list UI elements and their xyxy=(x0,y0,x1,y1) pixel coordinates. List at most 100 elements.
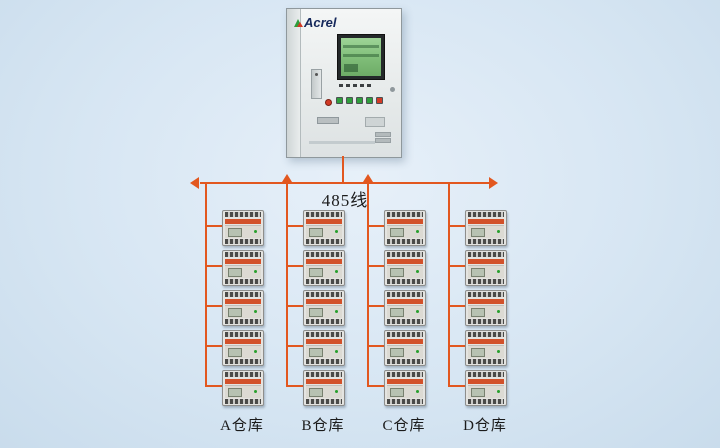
device-led xyxy=(416,390,419,393)
vent-slot xyxy=(375,138,391,143)
cabinet-drop-wire xyxy=(342,156,344,183)
device-terminals-top xyxy=(387,332,423,337)
device-display xyxy=(228,348,242,357)
red-button xyxy=(376,97,383,104)
device-display xyxy=(228,388,242,397)
device-display xyxy=(390,348,404,357)
device-display xyxy=(390,268,404,277)
device-body xyxy=(387,345,423,358)
cabinet-display-screen xyxy=(337,34,385,80)
wire-485-bus xyxy=(200,182,490,184)
green-button xyxy=(356,97,363,104)
device-terminals-bottom xyxy=(468,279,504,284)
device-label-band xyxy=(468,379,504,384)
device-display xyxy=(390,308,404,317)
device-terminals-bottom xyxy=(306,319,342,324)
device-terminals-bottom xyxy=(306,279,342,284)
device-label-band xyxy=(468,219,504,224)
device-body xyxy=(468,345,504,358)
device-display xyxy=(471,228,485,237)
device-label-band xyxy=(306,339,342,344)
device-led xyxy=(416,350,419,353)
meter-device xyxy=(222,370,264,406)
bus-arrow-up-b xyxy=(282,174,292,182)
meter-device xyxy=(465,370,507,406)
device-stub-wire xyxy=(207,305,222,307)
device-led xyxy=(497,230,500,233)
cabinet-keyhole xyxy=(390,87,395,92)
device-terminals-top xyxy=(468,212,504,217)
device-terminals-bottom xyxy=(387,359,423,364)
device-label-band xyxy=(225,299,261,304)
device-stub-wire xyxy=(207,385,222,387)
device-display xyxy=(309,388,323,397)
device-stub-wire xyxy=(450,265,465,267)
device-terminals-bottom xyxy=(387,279,423,284)
device-terminals-top xyxy=(306,372,342,377)
meter-device xyxy=(384,290,426,326)
device-terminals-top xyxy=(225,292,261,297)
device-stub-wire xyxy=(450,225,465,227)
cabinet-button-row xyxy=(336,97,383,104)
device-terminals-bottom xyxy=(468,359,504,364)
device-terminals-top xyxy=(225,252,261,257)
device-display xyxy=(471,308,485,317)
cabinet-handle xyxy=(317,117,339,124)
device-led xyxy=(335,230,338,233)
device-body xyxy=(306,225,342,238)
device-terminals-top xyxy=(225,212,261,217)
device-terminals-bottom xyxy=(225,359,261,364)
device-label-band xyxy=(387,339,423,344)
device-stub-wire xyxy=(288,345,303,347)
device-body xyxy=(225,225,261,238)
device-stub-wire xyxy=(369,225,384,227)
acrel-logo: Acrel xyxy=(294,15,337,30)
device-body xyxy=(306,305,342,318)
meter-device xyxy=(384,330,426,366)
device-terminals-top xyxy=(468,372,504,377)
meter-device xyxy=(384,210,426,246)
device-label-band xyxy=(306,299,342,304)
device-label-band xyxy=(225,259,261,264)
device-terminals-top xyxy=(387,372,423,377)
screen-block xyxy=(344,64,358,72)
device-body xyxy=(387,225,423,238)
device-led xyxy=(416,270,419,273)
screen-content xyxy=(341,38,381,76)
device-display xyxy=(309,308,323,317)
device-body xyxy=(306,385,342,398)
screen-connector-row xyxy=(339,84,371,87)
device-terminals-top xyxy=(306,332,342,337)
column-feeder-wire xyxy=(286,183,288,387)
connector-pin xyxy=(367,84,371,87)
connector-pin xyxy=(353,84,357,87)
cabinet-name-plate xyxy=(365,117,385,127)
device-body xyxy=(225,345,261,358)
device-led xyxy=(254,350,257,353)
device-terminals-top xyxy=(468,332,504,337)
device-label-band xyxy=(306,259,342,264)
device-terminals-top xyxy=(225,332,261,337)
device-stub-wire xyxy=(450,385,465,387)
acrel-brand-text: Acrel xyxy=(304,15,337,30)
device-display xyxy=(390,228,404,237)
device-body xyxy=(468,305,504,318)
module-indicator xyxy=(315,73,318,76)
device-stub-wire xyxy=(369,305,384,307)
device-display xyxy=(228,308,242,317)
device-label-band xyxy=(387,259,423,264)
bus-arrow-right xyxy=(489,177,498,189)
warehouse-label: C仓库 xyxy=(382,418,426,434)
device-led xyxy=(497,270,500,273)
device-terminals-top xyxy=(468,252,504,257)
device-label-band xyxy=(387,219,423,224)
device-body xyxy=(306,265,342,278)
device-terminals-bottom xyxy=(225,279,261,284)
red-indicator-lamp xyxy=(325,99,332,106)
device-body xyxy=(225,305,261,318)
device-terminals-top xyxy=(225,372,261,377)
meter-device xyxy=(465,330,507,366)
device-display xyxy=(309,228,323,237)
green-button xyxy=(346,97,353,104)
device-terminals-bottom xyxy=(306,359,342,364)
